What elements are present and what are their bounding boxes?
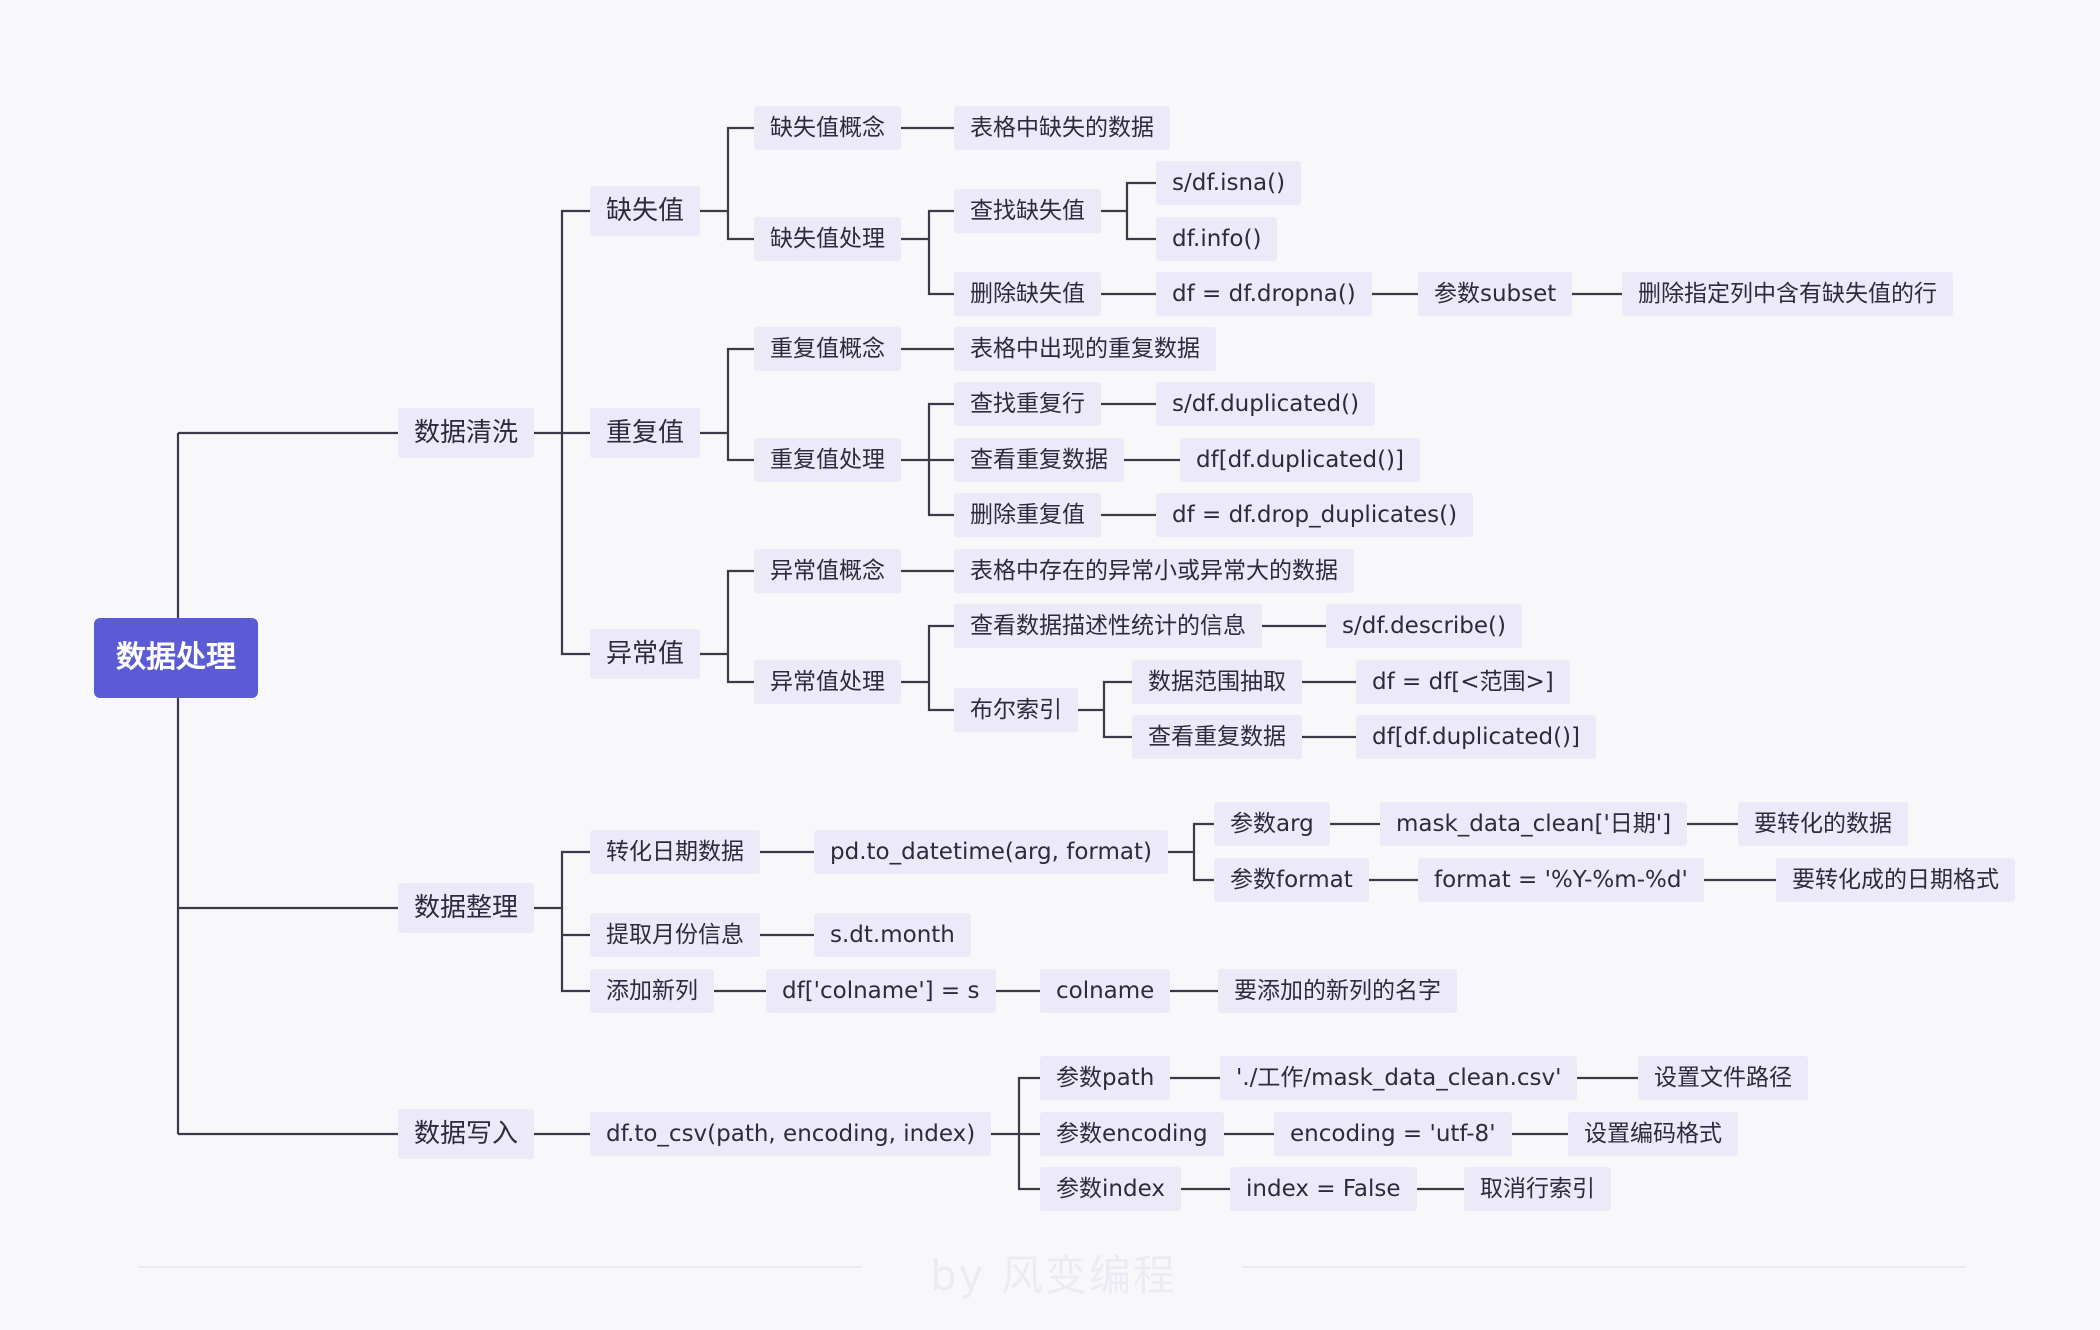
connector	[534, 209, 590, 656]
mindmap-node: 数据范围抽取	[1132, 660, 1302, 704]
mindmap-node: 缺失值概念	[754, 106, 901, 150]
mindmap-node: 转化日期数据	[590, 830, 760, 874]
mindmap-node: 要转化的数据	[1738, 802, 1908, 846]
connector	[1101, 181, 1156, 241]
mindmap-node: 查找重复行	[954, 382, 1101, 426]
branch-data-cleaning: 数据清洗	[398, 408, 535, 458]
connector	[700, 347, 754, 462]
category-outliers: 异常值	[590, 629, 701, 679]
mindmap-node: 要转化成的日期格式	[1776, 858, 2015, 902]
connector	[901, 209, 954, 296]
mindmap-node: 删除指定列中含有缺失值的行	[1622, 272, 1953, 316]
connector	[901, 624, 954, 712]
connector	[901, 402, 954, 517]
mindmap-node: pd.to_datetime(arg, format)	[814, 830, 1168, 874]
connector	[700, 126, 754, 241]
connector	[176, 431, 398, 1136]
mindmap-node: df['colname'] = s	[766, 969, 996, 1013]
mindmap-node: 取消行索引	[1464, 1167, 1611, 1211]
branch-data-organizing: 数据整理	[398, 883, 535, 933]
mindmap-node: df[df.duplicated()]	[1356, 715, 1596, 759]
footer-divider-left	[138, 1266, 862, 1268]
connector	[991, 1076, 1040, 1191]
mindmap-node: 参数format	[1214, 858, 1369, 902]
connector	[1168, 822, 1214, 882]
mindmap-node: 参数path	[1040, 1056, 1171, 1100]
mindmap-node: s.dt.month	[814, 913, 971, 957]
mindmap-node: 参数encoding	[1040, 1112, 1224, 1156]
mindmap-node: df[df.duplicated()]	[1180, 438, 1420, 482]
category-missing-values: 缺失值	[590, 186, 701, 236]
branch-data-writing: 数据写入	[398, 1109, 535, 1159]
mindmap-node: 参数arg	[1214, 802, 1330, 846]
mindmap-node: df.info()	[1156, 217, 1278, 261]
mindmap-node: 异常值概念	[754, 549, 901, 593]
mindmap-node: './工作/mask_data_clean.csv'	[1220, 1056, 1578, 1100]
mindmap-node: 删除重复值	[954, 493, 1101, 537]
mindmap-node: format = '%Y-%m-%d'	[1418, 858, 1704, 902]
mindmap-node: 设置文件路径	[1638, 1056, 1808, 1100]
category-duplicate-values: 重复值	[590, 408, 701, 458]
mindmap-node: df = df.drop_duplicates()	[1156, 493, 1474, 537]
root-node: 数据处理	[94, 618, 258, 698]
mindmap-node: df = df.dropna()	[1156, 272, 1372, 316]
mindmap-node: 重复值处理	[754, 438, 901, 482]
mindmap-node: 表格中缺失的数据	[954, 106, 1170, 150]
connector	[700, 569, 754, 684]
mindmap-node: 要添加的新列的名字	[1218, 969, 1457, 1013]
mindmap-node: df = df[<范围>]	[1356, 660, 1570, 704]
mindmap-node: 表格中出现的重复数据	[954, 327, 1216, 371]
mindmap-node: 设置编码格式	[1568, 1112, 1738, 1156]
mindmap-node: colname	[1040, 969, 1171, 1013]
mindmap-node: 提取月份信息	[590, 913, 760, 957]
mindmap-node: s/df.isna()	[1156, 161, 1302, 205]
mindmap-node: 表格中存在的异常小或异常大的数据	[954, 549, 1354, 593]
watermark: by 风变编程	[930, 1251, 1177, 1300]
mindmap-node: 重复值概念	[754, 327, 901, 371]
mindmap-node: index = False	[1230, 1167, 1417, 1211]
mindmap-node: 异常值处理	[754, 660, 901, 704]
mindmap-node: 查看数据描述性统计的信息	[954, 604, 1262, 648]
footer-divider-right	[1242, 1266, 1966, 1268]
mindmap-node: df.to_csv(path, encoding, index)	[590, 1112, 992, 1156]
mindmap-node: mask_data_clean['日期']	[1380, 802, 1688, 846]
connector	[534, 850, 590, 993]
mindmap-node: 缺失值处理	[754, 217, 901, 261]
mindmap-node: 查看重复数据	[1132, 715, 1302, 759]
mindmap-node: 查看重复数据	[954, 438, 1124, 482]
connector	[1078, 680, 1132, 739]
mindmap-node: 删除缺失值	[954, 272, 1101, 316]
mindmap-node: 布尔索引	[954, 688, 1078, 732]
mindmap-node: 参数index	[1040, 1167, 1181, 1211]
mindmap-node: 查找缺失值	[954, 189, 1101, 233]
mindmap-node: s/df.duplicated()	[1156, 382, 1376, 426]
mindmap-node: encoding = 'utf-8'	[1274, 1112, 1512, 1156]
mindmap-node: s/df.describe()	[1326, 604, 1522, 648]
mindmap-node: 添加新列	[590, 969, 714, 1013]
mindmap-node: 参数subset	[1418, 272, 1573, 316]
